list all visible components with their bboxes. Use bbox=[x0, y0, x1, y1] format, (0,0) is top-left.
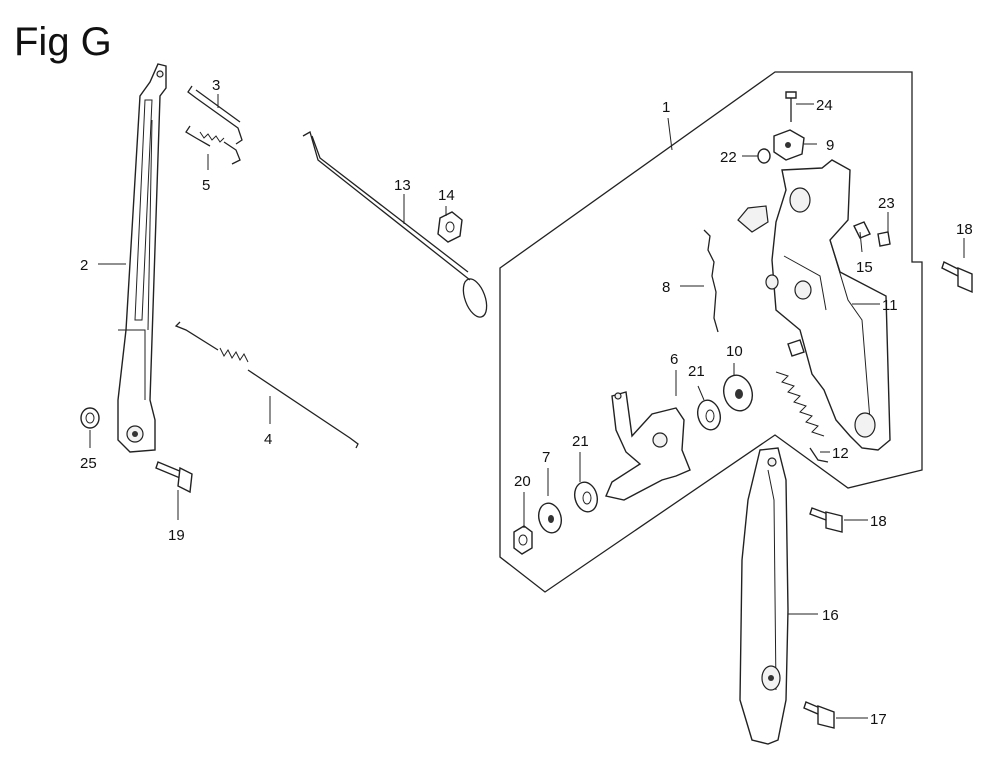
callout-11: 11 bbox=[882, 297, 898, 314]
part-17-bolt bbox=[803, 701, 835, 729]
figure-title: Fig G bbox=[14, 20, 112, 64]
callout-8: 8 bbox=[662, 279, 670, 296]
callout-9: 9 bbox=[826, 137, 834, 154]
callout-25: 25 bbox=[80, 455, 97, 472]
callout-19: 19 bbox=[168, 527, 185, 544]
callout-16: 16 bbox=[822, 607, 839, 624]
callout-20: 20 bbox=[514, 473, 531, 490]
part-19-bolt bbox=[155, 461, 193, 494]
part-8-wire bbox=[703, 229, 719, 333]
part-23-screw bbox=[877, 231, 891, 247]
part-3-rod bbox=[187, 85, 243, 145]
part-7-washer bbox=[537, 502, 563, 534]
callout-17: 17 bbox=[870, 711, 887, 728]
callout-18-upper: 18 bbox=[956, 221, 973, 238]
part-4-spring-rod bbox=[174, 321, 359, 449]
part-25-nut bbox=[80, 407, 100, 429]
part-24-screw bbox=[785, 91, 797, 122]
leader-lines bbox=[89, 94, 965, 719]
part-18-bolt-upper bbox=[941, 261, 973, 294]
callout-15: 15 bbox=[856, 259, 873, 276]
callout-1: 1 bbox=[662, 99, 670, 116]
part-18-bolt-lower bbox=[809, 507, 843, 533]
callout-10: 10 bbox=[726, 343, 743, 360]
callout-21-upper: 21 bbox=[688, 363, 705, 380]
part-6-lever bbox=[605, 391, 691, 501]
part-12-spring bbox=[775, 371, 829, 463]
callout-18-lower: 18 bbox=[870, 513, 887, 530]
part-14-nut bbox=[437, 211, 463, 243]
assembly-outline bbox=[499, 71, 923, 593]
callout-24: 24 bbox=[816, 97, 833, 114]
callout-22: 22 bbox=[720, 149, 737, 166]
callout-23: 23 bbox=[878, 195, 895, 212]
part-20-nut bbox=[513, 525, 533, 555]
part-13-wire-link bbox=[302, 131, 488, 318]
callout-13: 13 bbox=[394, 177, 411, 194]
callout-2: 2 bbox=[80, 257, 88, 274]
part-22-washer bbox=[757, 148, 771, 164]
part-15-fastener bbox=[853, 221, 871, 239]
part-21-washer-lower bbox=[573, 481, 599, 513]
part-16-lever bbox=[739, 447, 789, 745]
callout-5: 5 bbox=[202, 177, 210, 194]
part-2-linkage-bar bbox=[117, 63, 167, 453]
part-5-spring bbox=[185, 125, 241, 165]
callout-12: 12 bbox=[832, 445, 849, 462]
callout-labels: 1 2 3 4 5 6 7 8 9 10 11 12 13 14 15 16 1… bbox=[80, 77, 973, 728]
part-11-control-bracket bbox=[737, 159, 891, 451]
callout-4: 4 bbox=[264, 431, 272, 448]
callout-7: 7 bbox=[542, 449, 550, 466]
part-21-washer-upper bbox=[696, 399, 722, 431]
callout-6: 6 bbox=[670, 351, 678, 368]
callout-21-lower: 21 bbox=[572, 433, 589, 450]
part-9-clip bbox=[773, 129, 805, 161]
part-10-washer bbox=[722, 374, 754, 412]
callout-14: 14 bbox=[438, 187, 455, 204]
callout-3: 3 bbox=[212, 77, 220, 94]
